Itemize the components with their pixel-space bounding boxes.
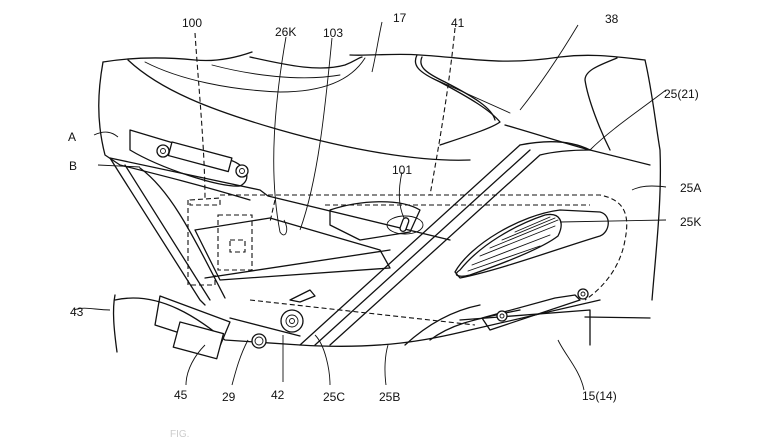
- label-b: B: [69, 159, 77, 173]
- label-15-14: 15(14): [582, 389, 617, 403]
- label-26k: 26K: [275, 25, 296, 39]
- label-45: 45: [174, 388, 188, 402]
- label-41: 41: [451, 16, 465, 30]
- label-25b: 25B: [379, 390, 400, 404]
- leader-26k: [273, 36, 288, 236]
- knob-101: [329, 171, 424, 241]
- leader-103: [299, 37, 333, 231]
- label-25-21: 25(21): [664, 87, 699, 101]
- label-29: 29: [222, 390, 236, 404]
- step-15-14: [459, 288, 651, 391]
- label-42: 42: [271, 388, 285, 402]
- label-101: 101: [392, 163, 412, 177]
- frame-rails: [299, 141, 651, 346]
- label-17: 17: [393, 11, 407, 25]
- label-25a: 25A: [680, 181, 701, 195]
- figure-caption: FIG.: [170, 429, 189, 440]
- label-43: 43: [70, 305, 84, 319]
- lower-body-25b: [112, 289, 601, 360]
- vent-grille-25k: [454, 209, 609, 279]
- panel-b: [109, 157, 451, 306]
- label-100: 100: [182, 16, 202, 30]
- label-38: 38: [605, 12, 619, 26]
- label-25c: 25C: [323, 390, 345, 404]
- upper-cover-17: [102, 51, 662, 301]
- label-103: 103: [323, 26, 343, 40]
- dashed-region-100: [187, 27, 628, 326]
- label-a: A: [68, 130, 76, 144]
- label-25k: 25K: [680, 215, 701, 229]
- bracket-a: [98, 61, 251, 201]
- leader-lines: [73, 21, 667, 386]
- panel-38: [414, 54, 618, 151]
